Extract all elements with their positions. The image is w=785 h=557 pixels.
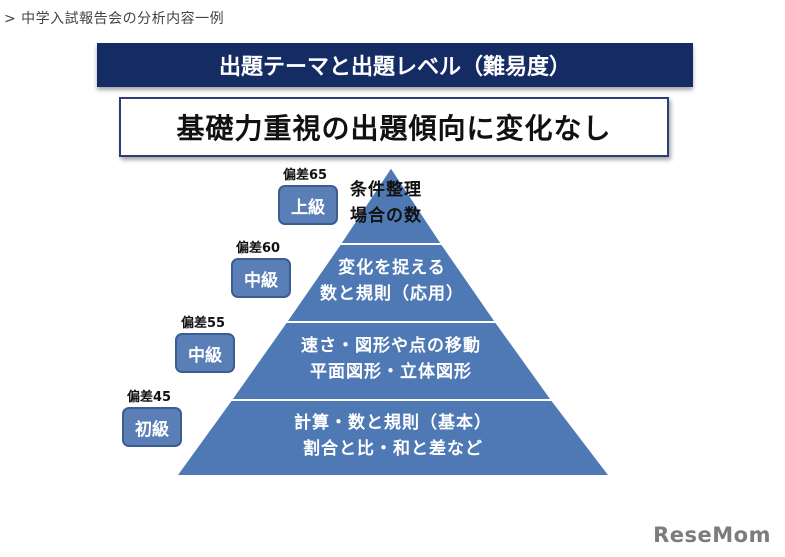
tier-3-topics: 速さ・図形や点の移動 平面図形・立体図形 — [286, 333, 496, 385]
tier-4-topic: 割合と比・和と差など — [303, 439, 483, 459]
tier-1-topic: 条件整理 — [350, 180, 422, 200]
tier-3-topic: 平面図形・立体図形 — [310, 362, 472, 382]
deviation-label-45: 偏差45 — [127, 390, 172, 405]
tier-2-topic: 変化を捉える — [338, 258, 446, 278]
tier-1-topics: 条件整理 場合の数 — [350, 177, 440, 229]
resemom-watermark: ReseMom — [653, 523, 771, 547]
deviation-label-60: 偏差60 — [236, 241, 281, 256]
tier-2-topic: 数と規則（応用） — [320, 284, 464, 304]
level-badge-intermediate: 中級 — [231, 258, 291, 298]
slide-title: 出題テーマと出題レベル（難易度） — [97, 43, 693, 87]
deviation-label-55: 偏差55 — [181, 316, 226, 331]
tier-1-topic: 場合の数 — [350, 206, 422, 226]
deviation-label-65: 偏差65 — [283, 168, 328, 183]
tier-3-topic: 速さ・図形や点の移動 — [301, 336, 481, 356]
tier-4-topic: 計算・数と規則（基本） — [294, 413, 492, 433]
pyramid-tier-base — [174, 399, 613, 477]
slide-subtitle: 基礎力重視の出題傾向に変化なし — [119, 97, 669, 157]
tier-2-topics: 変化を捉える 数と規則（応用） — [311, 255, 473, 307]
image-caption: > 中学入試報告会の分析内容一例 — [4, 11, 225, 27]
level-badge-intermediate: 中級 — [175, 333, 235, 373]
tier-4-topics: 計算・数と規則（基本） 割合と比・和と差など — [266, 410, 520, 462]
level-badge-beginner: 初級 — [122, 407, 182, 447]
level-badge-advanced: 上級 — [278, 185, 338, 225]
